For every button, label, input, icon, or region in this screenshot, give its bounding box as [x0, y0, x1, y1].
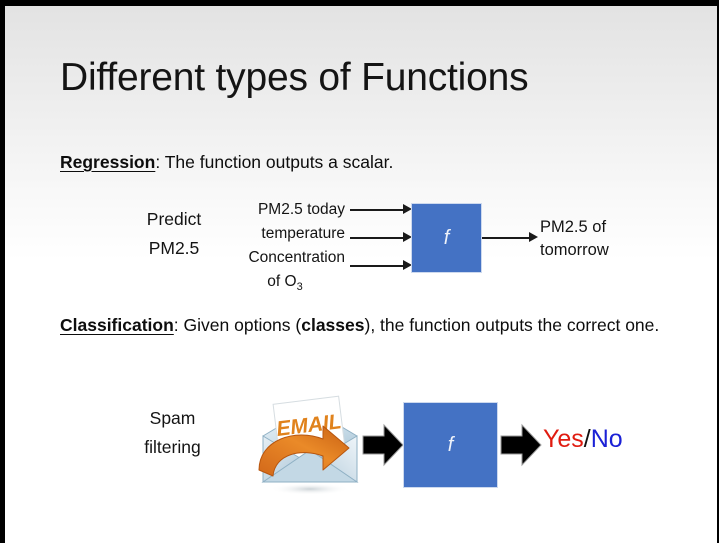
regression-input-3-continued: of O3: [225, 270, 345, 299]
regression-input-arrow-3: [350, 260, 412, 271]
regression-paragraph: Regression: The function outputs a scala…: [60, 150, 393, 175]
classification-function-box: f: [403, 402, 498, 488]
regression-function-box: f: [411, 203, 482, 273]
classification-colon: :: [173, 315, 179, 335]
classification-task-line2: filtering: [144, 437, 201, 457]
regression-output-line1: PM2.5 of: [540, 218, 607, 236]
regression-task-line1: Predict: [146, 209, 202, 229]
classification-paragraph: Classification: Given options (classes),…: [60, 313, 660, 338]
window-right-edge: [717, 0, 719, 543]
arrow-shaft: [482, 237, 529, 239]
output-slash: /: [583, 425, 591, 453]
output-no-text: No: [590, 425, 623, 453]
arrow-shaft: [350, 209, 403, 211]
arrow-shaft: [350, 265, 403, 267]
window-top-edge: [0, 0, 719, 6]
right-block-arrow-icon-1: [362, 423, 404, 467]
regression-input-arrow-2: [350, 232, 412, 243]
window-left-edge: [0, 0, 5, 543]
arrow-head: [403, 232, 412, 242]
classification-rest-before-bold: Given options (: [178, 315, 302, 335]
classification-rest-after-bold: ), the function outputs the correct one.: [364, 315, 660, 335]
regression-colon: :: [155, 152, 161, 172]
regression-input-3-subscript: 3: [296, 281, 303, 294]
regression-lead-word: Regression: [60, 152, 156, 172]
regression-task-label: Predict PM2.5: [118, 205, 230, 263]
classification-output-label: Yes/No: [543, 425, 623, 454]
regression-output-arrow: [482, 232, 538, 243]
regression-rest-text: The function outputs a scalar.: [160, 152, 394, 172]
right-block-arrow-icon-2: [500, 423, 542, 467]
output-yes-text: Yes: [543, 425, 584, 453]
regression-output-label: PM2.5 of tomorrow: [540, 216, 609, 262]
arrow-head: [529, 232, 538, 242]
regression-input-labels: PM2.5 today temperature Concentration of…: [225, 198, 345, 299]
classification-bold-word: classes: [301, 315, 365, 335]
regression-output-line2: tomorrow: [540, 241, 609, 259]
email-envelope-icon: EMAIL: [258, 395, 359, 495]
regression-input-2: temperature: [261, 225, 345, 242]
arrow-shaft: [350, 237, 403, 239]
regression-input-3: Concentration: [248, 249, 345, 266]
slide-title: Different types of Functions: [60, 56, 529, 99]
classification-task-line1: Spam: [149, 408, 196, 428]
classification-lead-word: Classification: [60, 315, 174, 335]
regression-task-line2: PM2.5: [148, 238, 200, 258]
regression-input-3-text: of O: [267, 273, 297, 290]
regression-input-arrow-1: [350, 204, 412, 215]
classification-task-label: Spam filtering: [110, 404, 235, 462]
arrow-head: [403, 204, 412, 214]
arrow-head: [403, 260, 412, 270]
regression-input-1: PM2.5 today: [257, 201, 345, 218]
